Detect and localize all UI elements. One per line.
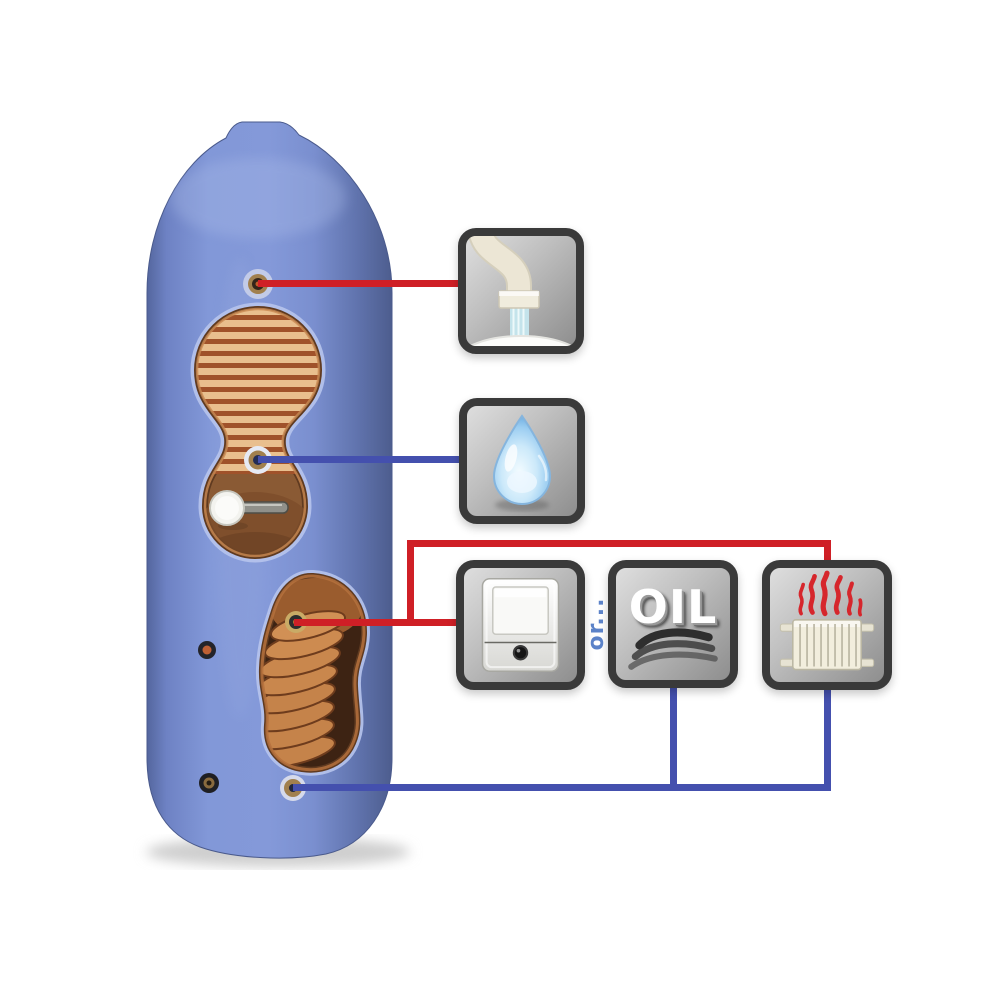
oil-box: OIL — [608, 560, 738, 688]
hot-pipe-coil-horizontal — [294, 619, 460, 626]
boiler-box — [456, 560, 585, 690]
cold-pipe-oil-drop — [670, 686, 677, 786]
oil-label: OIL — [628, 580, 718, 634]
water-drop-icon — [492, 414, 552, 511]
drain-boss — [199, 773, 219, 793]
hot-water-cylinder — [146, 121, 410, 867]
radiator-icon — [779, 570, 875, 671]
heat-flames — [798, 570, 863, 617]
immersion-heater — [209, 490, 289, 530]
tap-icon — [468, 236, 574, 346]
cold-pipe-radiator-drop — [824, 686, 831, 786]
thermostat-boss — [198, 641, 216, 659]
hot-pipe-riser — [407, 540, 414, 626]
tap-box — [458, 228, 584, 354]
hot-pipe-to-tap — [258, 280, 458, 287]
hot-pipe-top-run — [407, 540, 831, 547]
boiler-icon — [481, 578, 560, 672]
radiator-box — [762, 560, 892, 690]
cold-pipe-bottom-run — [293, 784, 831, 791]
water-drop-box — [459, 398, 585, 524]
oil-icon — [628, 628, 718, 670]
hot-pipe-drop-to-radiator — [824, 540, 831, 568]
or-label: or... — [583, 597, 609, 651]
cold-pipe-to-drop — [258, 456, 460, 463]
